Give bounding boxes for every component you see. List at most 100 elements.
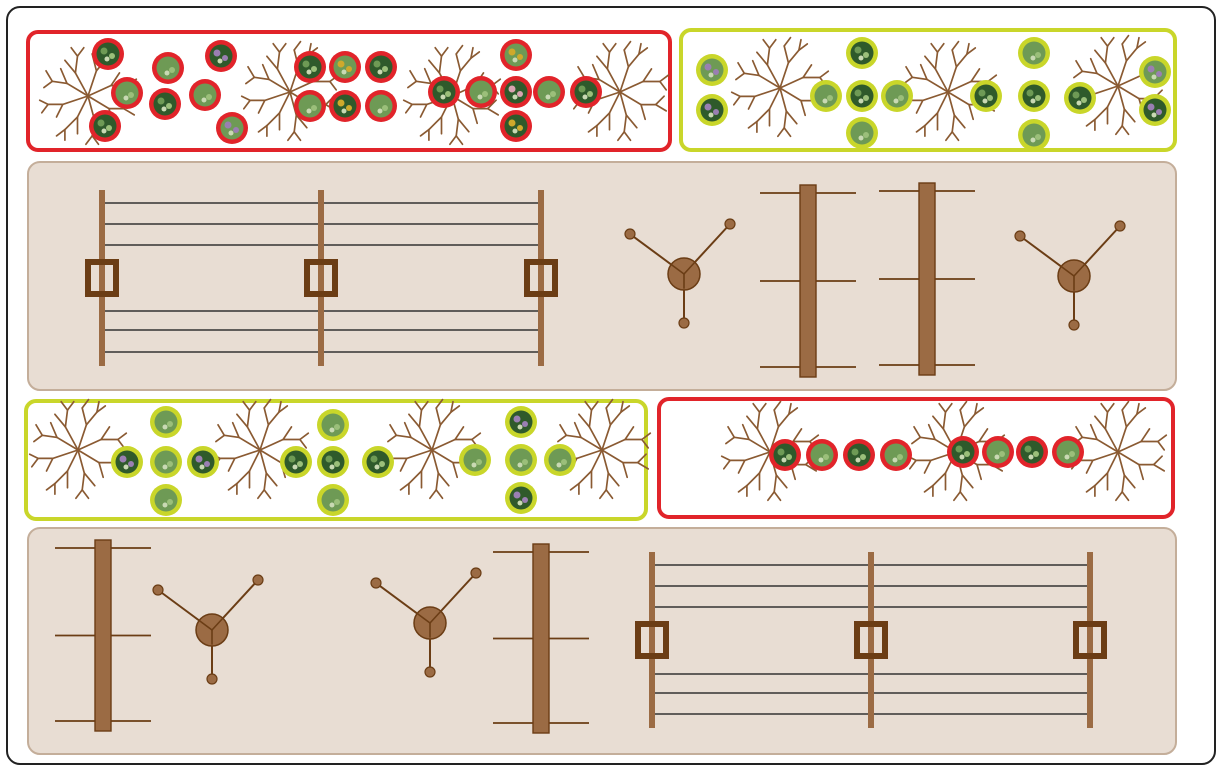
hedgerow-top-right xyxy=(679,28,1177,152)
plant-photo-circle-icon xyxy=(205,40,237,72)
plant-photo-circle-icon xyxy=(505,444,537,476)
plant-photo-circle-icon xyxy=(533,76,565,108)
plant-photo-circle-icon xyxy=(329,90,361,122)
plant-photo-circle-icon xyxy=(317,484,349,516)
sprinkler-head xyxy=(252,574,264,586)
plant-photo-circle-icon xyxy=(769,439,801,471)
plant-photo-circle-icon xyxy=(329,51,361,83)
sprinkler-head xyxy=(678,317,690,329)
plant-photo-circle-icon xyxy=(365,51,397,83)
sprinkler-head xyxy=(724,218,736,230)
plant-photo-circle-icon xyxy=(806,439,838,471)
plant-photo-circle-icon xyxy=(544,444,576,476)
vertical-post-icon xyxy=(879,182,975,376)
diagram-frame xyxy=(6,6,1216,765)
plant-photo-circle-icon xyxy=(1016,436,1048,468)
trellis-post xyxy=(649,552,655,728)
plant-photo-circle-icon xyxy=(846,117,878,149)
plant-photo-circle-icon xyxy=(150,406,182,438)
three-arm-sprinkler-icon xyxy=(624,218,736,329)
wire-trellis-icon xyxy=(85,190,558,366)
three-arm-sprinkler-icon xyxy=(1014,220,1126,331)
sprinkler-head xyxy=(206,673,218,685)
plant-photo-circle-icon xyxy=(696,54,728,86)
sprinkler-head xyxy=(1114,220,1126,232)
plant-photo-circle-icon xyxy=(465,76,497,108)
plant-photo-circle-icon xyxy=(970,80,1002,112)
plant-photo-circle-icon xyxy=(1018,37,1050,69)
post-body xyxy=(918,182,936,376)
post-body xyxy=(94,539,112,732)
plant-photo-circle-icon xyxy=(152,52,184,84)
trellis-post xyxy=(1087,552,1093,728)
three-arm-sprinkler-icon xyxy=(370,567,482,678)
plant-photo-circle-icon xyxy=(500,76,532,108)
post-body xyxy=(799,184,817,378)
plant-photo-circle-icon xyxy=(1018,80,1050,112)
vertical-post-icon xyxy=(55,539,151,732)
plant-photo-circle-icon xyxy=(294,90,326,122)
trellis-anchor xyxy=(85,259,119,297)
plant-photo-circle-icon xyxy=(881,80,913,112)
plant-photo-circle-icon xyxy=(982,436,1014,468)
trellis-post xyxy=(538,190,544,366)
shrub-icon xyxy=(210,398,310,500)
trellis-anchor xyxy=(304,259,338,297)
plant-photo-circle-icon xyxy=(500,110,532,142)
plant-photo-circle-icon xyxy=(189,79,221,111)
plant-photo-circle-icon xyxy=(843,439,875,471)
plant-photo-circle-icon xyxy=(570,76,602,108)
vertical-post-icon xyxy=(493,543,589,734)
plant-photo-circle-icon xyxy=(150,446,182,478)
vertical-post-icon xyxy=(760,184,856,378)
three-arm-sprinkler-icon xyxy=(152,574,264,685)
plant-photo-circle-icon xyxy=(187,446,219,478)
plant-photo-circle-icon xyxy=(846,37,878,69)
shrub-icon xyxy=(28,398,128,500)
plant-photo-circle-icon xyxy=(696,94,728,126)
trellis-anchor xyxy=(854,621,888,659)
sprinkler-head xyxy=(152,584,164,596)
trellis-post xyxy=(868,552,874,728)
plant-photo-circle-icon xyxy=(880,439,912,471)
wire-trellis-icon xyxy=(635,552,1107,728)
plant-photo-circle-icon xyxy=(92,38,124,70)
plant-photo-circle-icon xyxy=(428,76,460,108)
plant-photo-circle-icon xyxy=(89,110,121,142)
plant-photo-circle-icon xyxy=(149,88,181,120)
plant-photo-circle-icon xyxy=(365,90,397,122)
sprinkler-head xyxy=(1014,230,1026,242)
alley-1 xyxy=(27,161,1177,391)
plant-photo-circle-icon xyxy=(111,77,143,109)
sprinkler-head xyxy=(370,577,382,589)
plant-photo-circle-icon xyxy=(216,112,248,144)
plant-photo-circle-icon xyxy=(317,446,349,478)
plant-photo-circle-icon xyxy=(505,482,537,514)
plant-photo-circle-icon xyxy=(500,39,532,71)
trellis-anchor xyxy=(524,259,558,297)
post-body xyxy=(532,543,550,734)
plant-photo-circle-icon xyxy=(1018,119,1050,151)
plant-photo-circle-icon xyxy=(294,51,326,83)
shrub-icon xyxy=(1068,400,1168,502)
plant-photo-circle-icon xyxy=(1064,82,1096,114)
sprinkler-head xyxy=(624,228,636,240)
plant-photo-circle-icon xyxy=(150,484,182,516)
sprinkler-head xyxy=(1068,319,1080,331)
trellis-anchor xyxy=(635,621,669,659)
plant-photo-circle-icon xyxy=(362,446,394,478)
plant-photo-circle-icon xyxy=(810,80,842,112)
sprinkler-head xyxy=(470,567,482,579)
plant-photo-circle-icon xyxy=(317,409,349,441)
plant-photo-circle-icon xyxy=(947,436,979,468)
sprinkler-head xyxy=(424,666,436,678)
plant-photo-circle-icon xyxy=(1139,56,1171,88)
trellis-anchor xyxy=(1073,621,1107,659)
plant-photo-circle-icon xyxy=(505,406,537,438)
plant-photo-circle-icon xyxy=(846,80,878,112)
trellis-post xyxy=(318,190,324,366)
plant-photo-circle-icon xyxy=(280,446,312,478)
plant-photo-circle-icon xyxy=(1052,436,1084,468)
plant-photo-circle-icon xyxy=(1139,94,1171,126)
